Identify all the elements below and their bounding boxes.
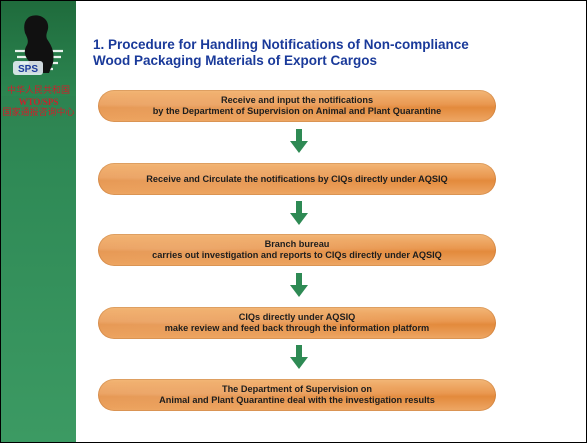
step-1-line-2: by the Department of Supervision on Anim… xyxy=(152,106,442,116)
down-arrow-icon xyxy=(290,273,308,297)
down-arrow-icon xyxy=(290,201,308,225)
flow-step-3: Branch bureau carries out investigation … xyxy=(98,234,496,266)
flow-step-2: Receive and Circulate the notifications … xyxy=(98,163,496,195)
sidebar-org-line3: 国家通报咨询中心 xyxy=(2,108,75,118)
down-arrow-icon xyxy=(290,345,308,369)
logo-label: SPS xyxy=(18,64,38,75)
title-line-2: Wood Packaging Materials of Export Cargo… xyxy=(93,53,378,68)
step-4-line-1: CIQs directly under AQSIQ xyxy=(238,312,356,322)
step-3-line-2: carries out investigation and reports to… xyxy=(152,250,442,260)
step-2-line-1: Receive and Circulate the notifications … xyxy=(146,173,448,184)
title-line-1: 1. Procedure for Handling Notifications … xyxy=(93,37,469,52)
sidebar-org-line2: WTO/SPS xyxy=(18,97,59,107)
sidebar-org-line1: 中华人民共和国 xyxy=(6,86,70,96)
flow-step-1: Receive and input the notifications by t… xyxy=(98,90,496,122)
flow-step-5: The Department of Supervision on Animal … xyxy=(98,379,496,411)
slide-title: 1. Procedure for Handling Notifications … xyxy=(93,37,573,69)
flow-step-4: CIQs directly under AQSIQ make review an… xyxy=(98,307,496,339)
sidebar: SPS 中华人民共和国 WTO/SPS 国家通报咨询中心 xyxy=(1,1,76,442)
step-1-line-1: Receive and input the notifications xyxy=(220,95,374,105)
step-4-line-2: make review and feed back through the in… xyxy=(164,323,430,333)
down-arrow-icon xyxy=(290,129,308,153)
step-5-line-2: Animal and Plant Quarantine deal with th… xyxy=(159,395,435,405)
sps-logo-icon: SPS xyxy=(13,15,63,75)
step-5-line-1: The Department of Supervision on xyxy=(221,384,373,394)
step-3-line-1: Branch bureau xyxy=(264,239,330,249)
